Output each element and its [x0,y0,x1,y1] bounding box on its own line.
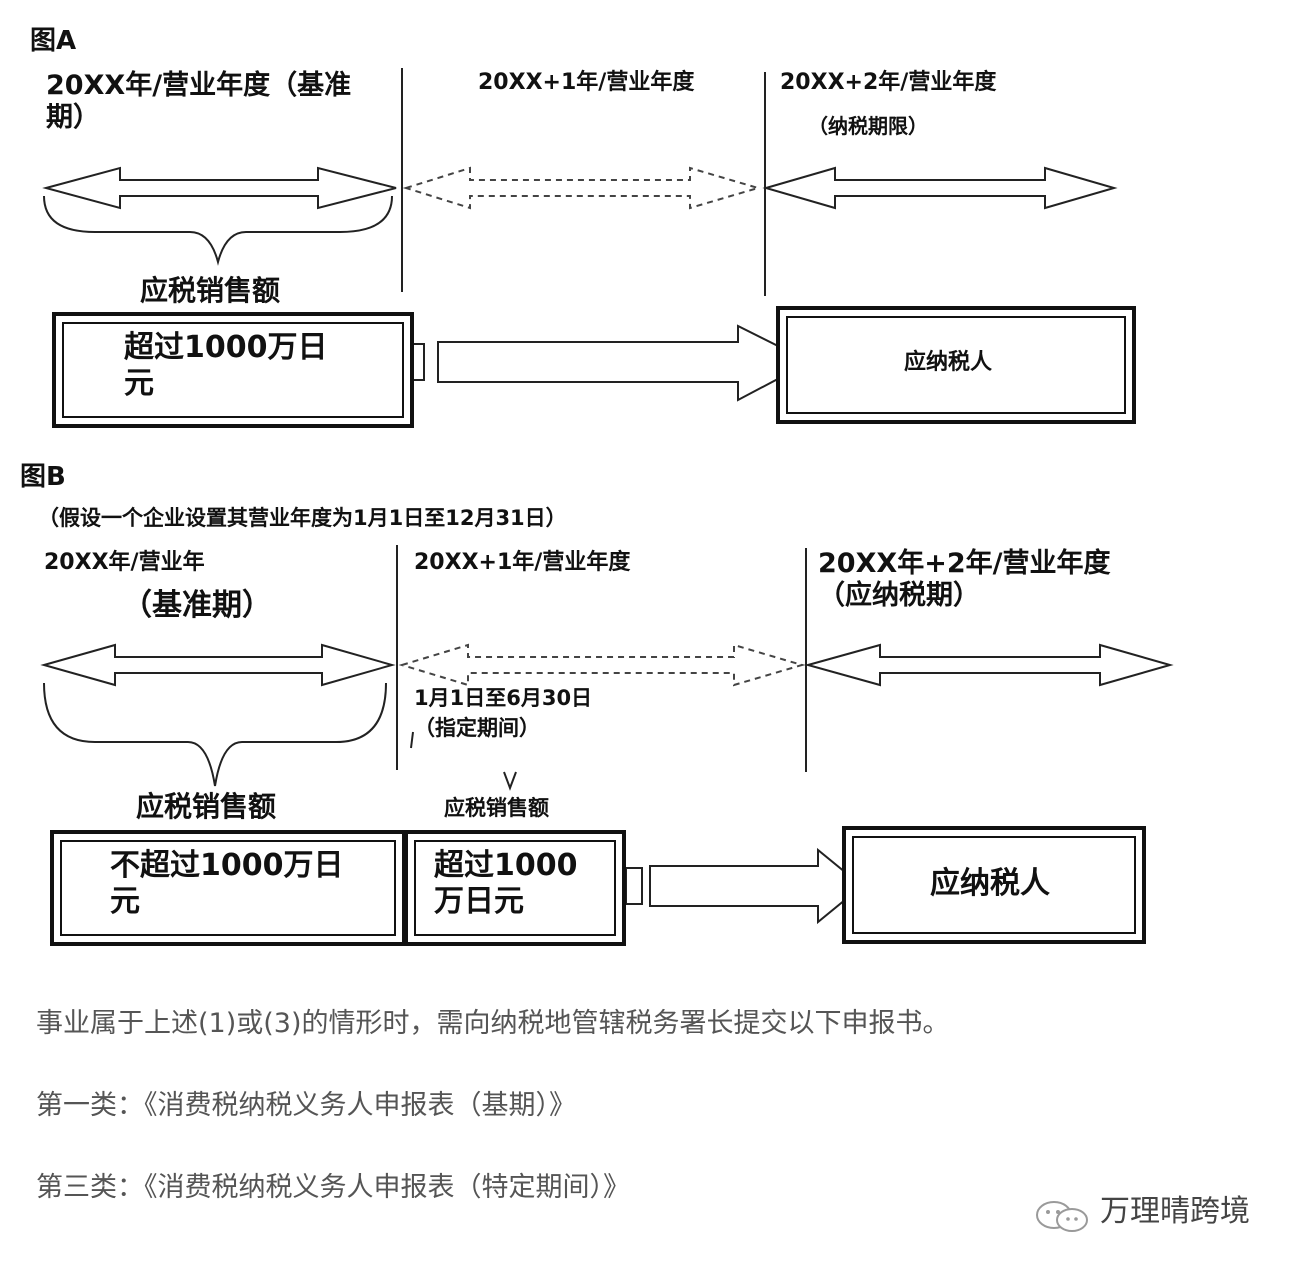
figB-period1-label: 20XX年/营业年 [44,550,205,575]
figB-note: （假设一个企业设置其营业年度为1月1日至12月31日） [38,506,567,530]
figB-v-mark [503,771,517,791]
figB-box-sales-high: 超过1000万日元 [404,830,626,946]
figA-arrow-3 [762,166,1118,210]
figB-tick [410,731,414,749]
figA-brace [43,195,393,266]
figB-designated-period: 1月1日至6月30日（指定期间） [414,686,593,741]
figA-period2-label: 20XX+1年/营业年度 [478,70,695,95]
figA-box-sales-text: 超过1000万日元 [124,330,328,401]
figA-box-taxpayer: 应纳税人 [776,306,1136,424]
figB-brace [43,682,387,787]
body-form-type1: 第一类：《消费税纳税义务人申报表（基期）》 [36,1090,576,1121]
figB-box-taxpayer: 应纳税人 [842,826,1146,944]
figB-box-taxpayer-text: 应纳税人 [930,866,1050,901]
figB-small-label: 应税销售额 [444,796,549,820]
figA-big-arrow [437,324,813,402]
figB-big-arrow [649,847,864,925]
figB-period2-label: 20XX+1年/营业年度 [414,550,631,575]
figA-box-sales: 超过1000万日元 [52,312,414,428]
figB-label: 图B [20,462,66,492]
figB-period3-label: 20XX年+2年/营业年度（应纳税期） [818,548,1111,612]
body-form-type3: 第三类：《消费税纳税义务人申报表（特定期间）》 [36,1172,630,1203]
figB-arrow-2 [398,643,806,687]
figA-period1-label: 20XX年/营业年度（基准期） [46,70,352,134]
figB-box-sales-low-text: 不超过1000万日元 [110,848,344,919]
figA-brace-label: 应税销售额 [140,274,281,307]
figB-box-sales-high-text: 超过1000万日元 [434,848,578,919]
figB-period1-sub: （基准期） [122,588,272,623]
wechat-icon [1030,1198,1094,1234]
figB-connector-b [625,867,643,905]
figB-arrow-3 [804,643,1174,687]
figB-brace-label: 应税销售额 [136,790,277,823]
body-paragraph: 事业属于上述(1)或(3)的情形时，需向纳税地管辖税务署长提交以下申报书。 [36,1008,950,1039]
figA-arrow-2 [402,166,762,210]
figA-arrow-1 [42,166,397,210]
watermark-text: 万理晴跨境 [1100,1194,1250,1229]
figA-box-taxpayer-text: 应纳税人 [904,350,993,375]
figB-box-sales-low: 不超过1000万日元 [50,830,406,946]
figA-period3-sub: （纳税期限） [808,114,928,138]
figA-period3-label: 20XX+2年/营业年度 [780,70,997,95]
figB-arrow-1 [40,643,396,687]
figA-label: 图A [30,26,77,56]
